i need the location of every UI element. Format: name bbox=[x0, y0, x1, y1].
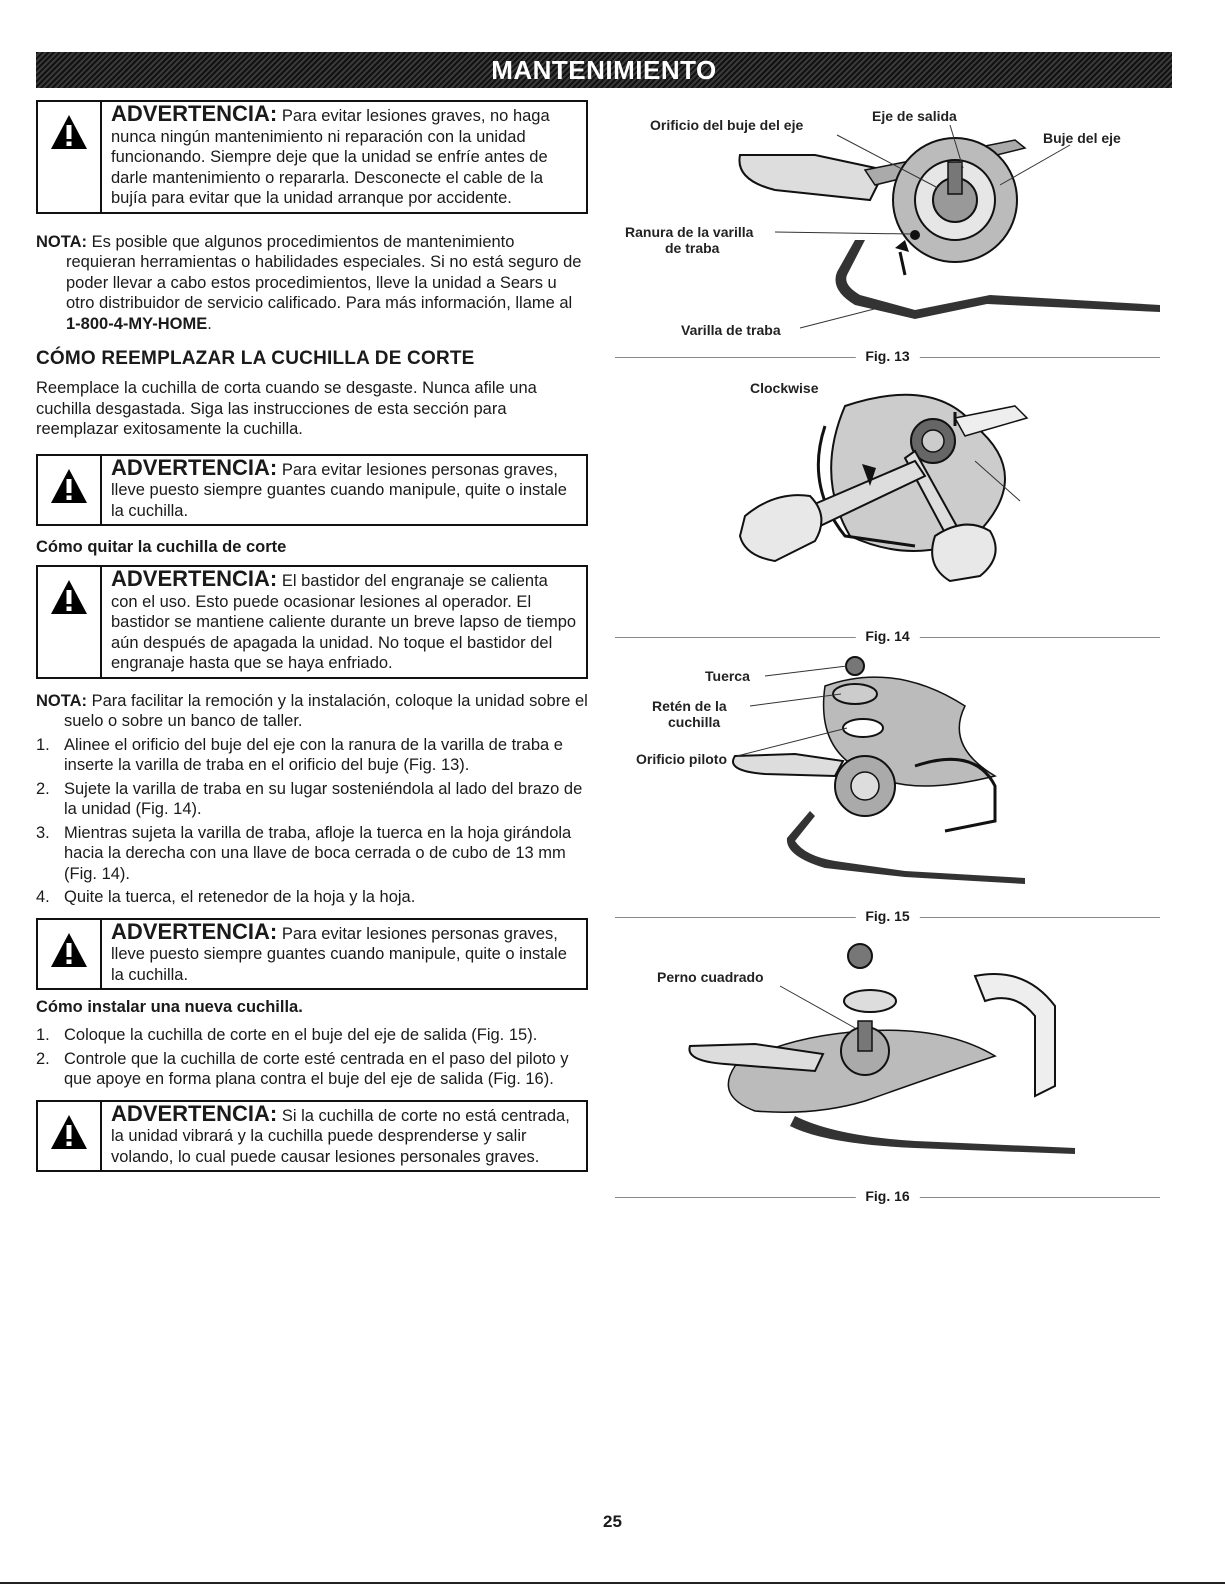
install-steps-list: 1. Coloque la cuchilla de corte en el buj… bbox=[36, 1025, 588, 1090]
step-number: 4. bbox=[36, 888, 50, 906]
warning-heading: ADVERTENCIA: bbox=[111, 918, 278, 944]
caption-text: Fig. 14 bbox=[855, 628, 920, 644]
bottom-rule bbox=[0, 1582, 1225, 1584]
note-text: Es posible que algunos procedimientos de… bbox=[66, 232, 582, 313]
warning-icon bbox=[38, 1101, 102, 1170]
list-item: 2. Controle que la cuchilla de corte esté… bbox=[36, 1049, 588, 1090]
fig15-illustration bbox=[732, 656, 1025, 884]
list-item: 2. Sujete la varilla de traba en su lugar… bbox=[36, 779, 588, 820]
step-number: 2. bbox=[36, 779, 50, 798]
warning-box: ADVERTENCIA: Para evitar lesiones graves… bbox=[36, 100, 588, 214]
note-end: . bbox=[207, 314, 212, 333]
section-intro: Reemplace la cuchilla de corta cuando se… bbox=[36, 379, 537, 438]
step-number: 2. bbox=[36, 1049, 50, 1068]
note-paragraph: NOTA: Es posible que algunos procedimien… bbox=[36, 232, 588, 335]
page-number: 25 bbox=[603, 1512, 622, 1531]
step-text: Controle que la cuchilla de corte esté c… bbox=[64, 1049, 569, 1089]
fig13-illustration bbox=[738, 124, 1160, 329]
fig13-label: Ranura de la varilla bbox=[625, 224, 754, 240]
fig14-illustration bbox=[738, 393, 1029, 583]
subsection-title-remove: Cómo quitar la cuchilla de corte bbox=[36, 538, 287, 556]
list-item: 1. Coloque la cuchilla de corte en el buj… bbox=[36, 1025, 588, 1046]
warning-body: Para evitar lesiones graves, no haga nun… bbox=[111, 107, 550, 207]
fig13-label: Eje de salida bbox=[872, 108, 957, 124]
step-number: 3. bbox=[36, 823, 50, 842]
warning-text: ADVERTENCIA: Para evitar lesiones person… bbox=[102, 456, 586, 525]
warning-icon bbox=[38, 919, 102, 988]
step-number: 1. bbox=[36, 735, 50, 754]
step-number: 1. bbox=[36, 1026, 50, 1044]
fig16-caption: Fig. 16 bbox=[615, 1188, 1160, 1206]
figure-16: Perno cuadrado bbox=[615, 926, 1160, 1188]
section-banner: MANTENIMIENTO bbox=[36, 52, 1172, 88]
step-text: Coloque la cuchilla de corte en el buje … bbox=[64, 1026, 538, 1044]
fig15-label: Orificio piloto bbox=[636, 751, 727, 767]
warning-icon bbox=[38, 567, 102, 677]
step-text: Alinee el orificio del buje del eje con … bbox=[64, 735, 563, 775]
warning-text: ADVERTENCIA: Si la cuchilla de corte no … bbox=[102, 1102, 586, 1171]
fig14-label: Clockwise bbox=[750, 380, 819, 396]
note-paragraph: NOTA: Para facilitar la remoción y la in… bbox=[36, 691, 588, 732]
warning-body: Para evitar lesiones personas graves, ll… bbox=[111, 924, 567, 984]
warning-icon bbox=[38, 455, 102, 524]
warning-heading: ADVERTENCIA: bbox=[111, 454, 278, 480]
warning-body: Si la cuchilla de corte no está centrada… bbox=[111, 1106, 570, 1166]
warning-text: ADVERTENCIA: Para evitar lesiones graves… bbox=[102, 102, 586, 212]
remove-steps-list: 1. Alinee el orificio del buje del eje co… bbox=[36, 735, 588, 908]
fig15-label: cuchilla bbox=[668, 714, 721, 730]
figures-column: Orificio del buje del eje Eje de salida … bbox=[615, 100, 1160, 1206]
fig13-label: de traba bbox=[665, 240, 720, 256]
phone-number: 1-800-4-MY-HOME bbox=[66, 314, 208, 333]
text-column: ADVERTENCIA: Para evitar lesiones graves… bbox=[36, 100, 588, 1184]
warning-body: El bastidor del engranaje se calienta co… bbox=[111, 572, 577, 672]
caption-text: Fig. 13 bbox=[855, 348, 920, 364]
warning-body: Para evitar lesiones personas graves, ll… bbox=[111, 460, 567, 520]
banner-title: MANTENIMIENTO bbox=[491, 54, 717, 85]
fig16-label: Perno cuadrado bbox=[657, 969, 764, 985]
step-text: Sujete la varilla de traba en su lugar s… bbox=[64, 779, 583, 819]
warning-heading: ADVERTENCIA: bbox=[111, 1100, 278, 1126]
warning-box: ADVERTENCIA: Si la cuchilla de corte no … bbox=[36, 1099, 588, 1172]
note-label: NOTA: bbox=[36, 232, 88, 251]
fig15-label: Tuerca bbox=[705, 668, 750, 684]
fig13-label: Buje del eje bbox=[1043, 130, 1121, 146]
note-label: NOTA: bbox=[36, 691, 88, 710]
fig13-label: Orificio del buje del eje bbox=[650, 117, 804, 133]
fig13-label: Varilla de traba bbox=[681, 322, 781, 338]
warning-text: ADVERTENCIA: El bastidor del engranaje s… bbox=[102, 567, 586, 677]
figure-13: Orificio del buje del eje Eje de salida … bbox=[615, 100, 1160, 348]
fig14-caption: Fig. 14 bbox=[615, 628, 1160, 646]
caption-text: Fig. 15 bbox=[855, 908, 920, 924]
figure-15: Tuerca Retén de la cuchilla Orificio pil… bbox=[615, 646, 1160, 908]
note-text: Para facilitar la remoción y la instalac… bbox=[64, 691, 588, 731]
warning-heading: ADVERTENCIA: bbox=[111, 101, 278, 126]
section-title: CÓMO REEMPLAZAR LA CUCHILLA DE CORTE bbox=[36, 348, 475, 369]
caption-text: Fig. 16 bbox=[855, 1188, 920, 1204]
fig13-caption: Fig. 13 bbox=[615, 348, 1160, 366]
fig15-caption: Fig. 15 bbox=[615, 908, 1160, 926]
subsection-title-install: Cómo instalar una nueva cuchilla. bbox=[36, 998, 303, 1016]
list-item: 1. Alinee el orificio del buje del eje co… bbox=[36, 735, 588, 776]
fig16-illustration bbox=[688, 943, 1075, 1154]
step-text: Quite la tuerca, el retenedor de la hoja… bbox=[64, 888, 416, 906]
warning-icon bbox=[38, 102, 102, 212]
warning-text: ADVERTENCIA: Para evitar lesiones person… bbox=[102, 920, 586, 989]
warning-box: ADVERTENCIA: Para evitar lesiones person… bbox=[36, 917, 588, 990]
warning-heading: ADVERTENCIA: bbox=[111, 566, 278, 591]
list-item: 3. Mientras sujeta la varilla de traba, a… bbox=[36, 823, 588, 885]
fig15-label: Retén de la bbox=[652, 698, 727, 714]
step-text: Mientras sujeta la varilla de traba, afl… bbox=[64, 823, 572, 883]
warning-box: ADVERTENCIA: Para evitar lesiones person… bbox=[36, 453, 588, 526]
figure-14: Clockwise bbox=[615, 366, 1160, 628]
list-item: 4. Quite la tuerca, el retenedor de la ho… bbox=[36, 887, 588, 908]
warning-box: ADVERTENCIA: El bastidor del engranaje s… bbox=[36, 565, 588, 679]
